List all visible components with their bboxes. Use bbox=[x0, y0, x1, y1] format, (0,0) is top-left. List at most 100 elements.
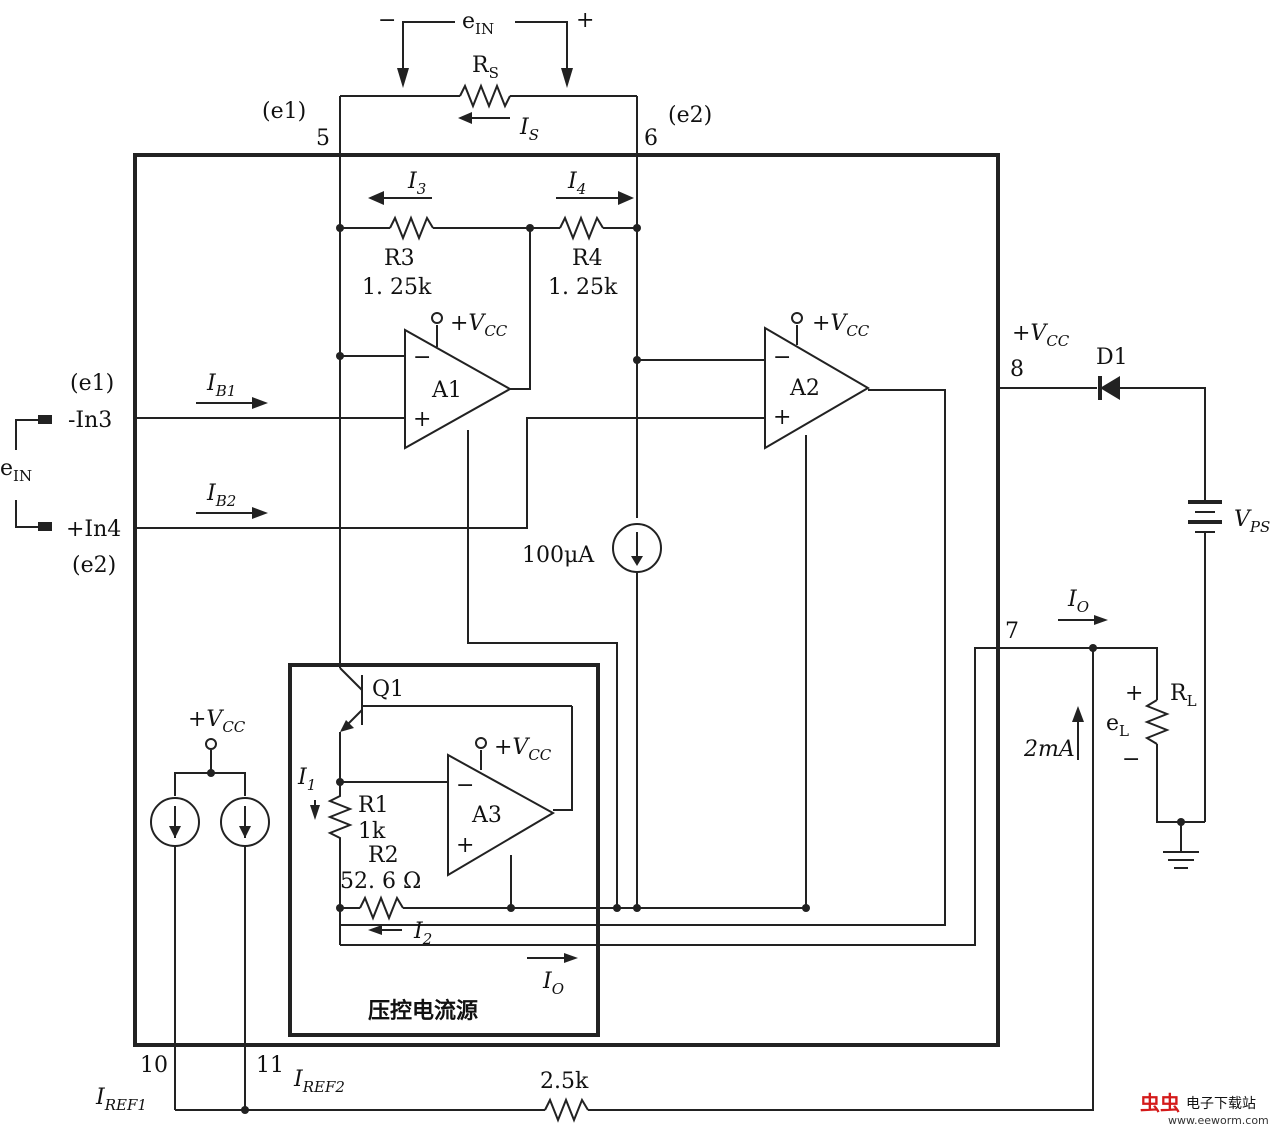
resistor-r4 bbox=[559, 215, 637, 241]
opamp-a1 bbox=[404, 328, 513, 450]
a2-vcc-label: +VCC bbox=[812, 311, 870, 340]
d1-label: D1 bbox=[1096, 345, 1128, 370]
resistor-2-5k bbox=[175, 648, 1094, 1123]
pin-10-label: 10 bbox=[140, 1053, 168, 1078]
ic-package-outline bbox=[133, 153, 1000, 1047]
e2-left-label: (e2) bbox=[72, 553, 116, 578]
watermark-site: 电子下载站 bbox=[1186, 1096, 1256, 1112]
ib2-label: IB2 bbox=[206, 481, 236, 510]
a3-vcc-label: +VCC bbox=[494, 735, 552, 764]
out-vcc-label: +VCC bbox=[1012, 321, 1070, 350]
ib2-arrow bbox=[196, 507, 268, 519]
battery-vps bbox=[1188, 500, 1222, 822]
e2-top-label: (e2) bbox=[668, 103, 712, 128]
vccs-title: 压控电流源 bbox=[368, 998, 478, 1024]
r3-value: 1. 25k bbox=[362, 275, 432, 300]
a1-feedback-wire bbox=[510, 228, 531, 390]
pin-11-label: 11 bbox=[256, 1053, 284, 1078]
r2-value: 52. 6 Ω bbox=[340, 869, 421, 894]
ground-symbol bbox=[1163, 822, 1199, 869]
opamp-a3 bbox=[447, 753, 556, 877]
pin-7-label: 7 bbox=[1005, 619, 1019, 644]
ib1-arrow bbox=[196, 397, 268, 409]
q1-label: Q1 bbox=[372, 677, 404, 702]
cs100-label: 100μA bbox=[522, 543, 595, 568]
i1-label: I1 bbox=[297, 765, 316, 794]
load-resistor-rl bbox=[1144, 699, 1205, 826]
el-plus: + bbox=[1125, 681, 1143, 706]
svg-text:+: + bbox=[413, 407, 431, 432]
pin-6-label: 6 bbox=[644, 126, 658, 151]
rs-label: RS bbox=[472, 53, 499, 82]
io-out-label: IO bbox=[1067, 587, 1089, 616]
i2-label: I2 bbox=[413, 919, 432, 948]
ein-top-plus: + bbox=[576, 8, 594, 33]
a1-label: A1 bbox=[431, 378, 462, 403]
vccs-block-outline bbox=[288, 663, 600, 1037]
in4-label: +In4 bbox=[66, 517, 121, 542]
watermark: 虫虫 电子下载站 www.eeworm.com bbox=[1140, 1091, 1269, 1127]
io-out-arrow bbox=[1058, 615, 1108, 625]
current-source-100ua bbox=[612, 523, 662, 573]
is-label: IS bbox=[519, 115, 539, 144]
ein-left-label: eIN bbox=[0, 456, 32, 485]
e1-top-label: (e1) bbox=[262, 99, 306, 124]
r25k-label: 2.5k bbox=[540, 1069, 589, 1094]
a2-label: A2 bbox=[789, 376, 820, 401]
resistor-r3 bbox=[340, 215, 560, 241]
vccs-bottom-wire bbox=[340, 647, 1093, 946]
io-inner-label: IO bbox=[542, 969, 564, 998]
in3-label: -In3 bbox=[68, 408, 112, 433]
iref1-label: IREF1 bbox=[95, 1085, 147, 1114]
a2-output-wire bbox=[340, 389, 946, 926]
ein-top-label: eIN bbox=[462, 9, 494, 38]
resistor-r2 bbox=[340, 895, 637, 921]
opamp-a2 bbox=[764, 326, 870, 450]
transistor-q1 bbox=[339, 667, 572, 732]
ref-vcc-label: +VCC bbox=[188, 707, 246, 736]
vps-label: VPS bbox=[1234, 507, 1270, 536]
ma2-arrow bbox=[1072, 706, 1084, 760]
watermark-brand: 虫虫 bbox=[1140, 1091, 1180, 1115]
ein-top-minus: − bbox=[378, 8, 396, 33]
i3-arrow bbox=[368, 191, 432, 205]
watermark-url: www.eeworm.com bbox=[1168, 1114, 1269, 1127]
svg-text:−: − bbox=[773, 345, 791, 370]
e1-left-label: (e1) bbox=[70, 371, 114, 396]
io-inner-arrow bbox=[527, 953, 578, 963]
r1-label: R1 bbox=[358, 793, 389, 818]
i4-label: I4 bbox=[567, 169, 586, 198]
el-label: eL bbox=[1106, 711, 1129, 740]
is-arrow bbox=[458, 112, 510, 124]
r3-label: R3 bbox=[384, 246, 415, 271]
diode-d1 bbox=[998, 376, 1206, 500]
r2-label: R2 bbox=[368, 843, 399, 868]
i3-label: I3 bbox=[407, 169, 426, 198]
pin-8-label: 8 bbox=[1010, 357, 1024, 382]
ib1-label: IB1 bbox=[206, 371, 236, 400]
svg-text:−: − bbox=[413, 345, 431, 370]
i1-arrow bbox=[310, 800, 320, 820]
rl-label: RL bbox=[1170, 681, 1197, 710]
pin-5-label: 5 bbox=[316, 126, 330, 151]
ma2-label: 2mA bbox=[1023, 737, 1075, 762]
r4-label: R4 bbox=[572, 246, 603, 271]
iref2-label: IREF2 bbox=[293, 1067, 345, 1096]
svg-text:+: + bbox=[773, 405, 791, 430]
input-in4-wire bbox=[135, 417, 765, 529]
i4-arrow bbox=[556, 191, 634, 205]
r1-value: 1k bbox=[358, 819, 386, 844]
a3-label: A3 bbox=[471, 803, 502, 828]
i2-arrow bbox=[368, 925, 402, 935]
a1-output-down-wire bbox=[467, 430, 618, 908]
input-voltage-arrows bbox=[397, 21, 573, 88]
svg-text:+: + bbox=[456, 833, 474, 858]
svg-text:−: − bbox=[456, 773, 474, 798]
el-minus: − bbox=[1122, 747, 1140, 772]
resistor-r1 bbox=[327, 782, 353, 908]
a1-vcc-label: +VCC bbox=[450, 311, 508, 340]
r4-value: 1. 25k bbox=[548, 275, 618, 300]
sense-resistor-rs bbox=[340, 83, 637, 109]
ref-current-sources bbox=[150, 738, 270, 1110]
